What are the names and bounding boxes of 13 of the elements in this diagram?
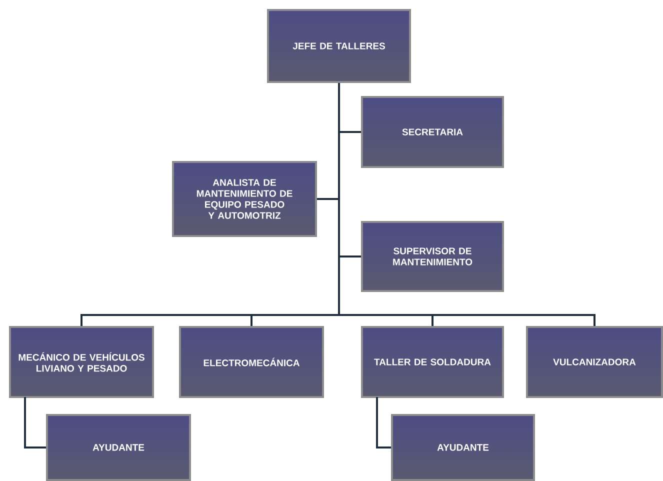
connector-line [338,83,596,326]
org-box: ELECTROMECÁNICA [179,326,324,398]
org-box: SECRETARIA [361,96,504,168]
org-box: MECÁNICO DE VEHÍCULOS LIVIANO Y PESADO [9,326,154,398]
org-box: TALLER DE SOLDADURA [361,326,504,398]
org-box: VULCANIZADORA [526,326,663,398]
org-box: JEFE DE TALLERES [267,9,411,83]
org-box: AYUDANTE [46,414,191,481]
org-box: ANALISTA DE MANTENIMIENTO DE EQUIPO PESADO Y AUTOMOTRIZ [172,161,317,237]
org-box: SUPERVISOR DE MANTENIMIENTO [361,221,504,292]
org-box: AYUDANTE [391,414,535,481]
connector-line [24,397,46,448]
connector-line [376,397,391,448]
